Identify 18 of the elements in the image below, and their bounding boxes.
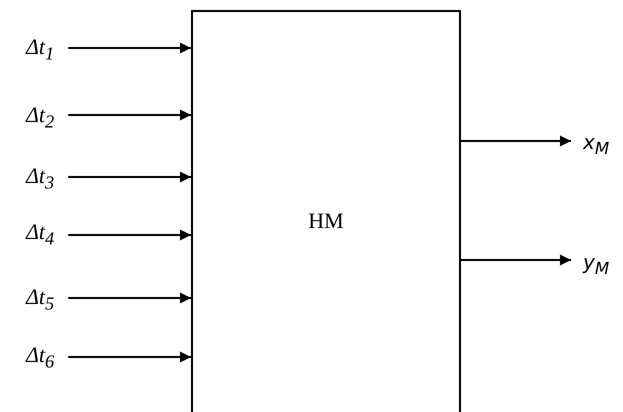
- output-label: x$_{M}$: [583, 132, 610, 158]
- arrow: [461, 136, 571, 146]
- arrow: [68, 42, 191, 54]
- output-label: y$_{M}$: [583, 252, 610, 278]
- input-label: Δt$_{1}$: [26, 36, 54, 63]
- input-label: Δt$_{4}$: [26, 221, 54, 248]
- block-box: [191, 10, 461, 412]
- arrow: [68, 172, 191, 182]
- arrow: [461, 254, 571, 266]
- arrow: [68, 292, 191, 304]
- arrow: [68, 230, 191, 240]
- input-label: Δt$_{6}$: [26, 344, 54, 371]
- arrow: [68, 110, 191, 120]
- input-label: Δt$_{5}$: [26, 286, 54, 313]
- arrow: [68, 352, 191, 362]
- block-label: HM: [308, 208, 344, 234]
- input-label: Δt$_{2}$: [26, 104, 54, 131]
- input-label: Δt$_{3}$: [26, 165, 54, 192]
